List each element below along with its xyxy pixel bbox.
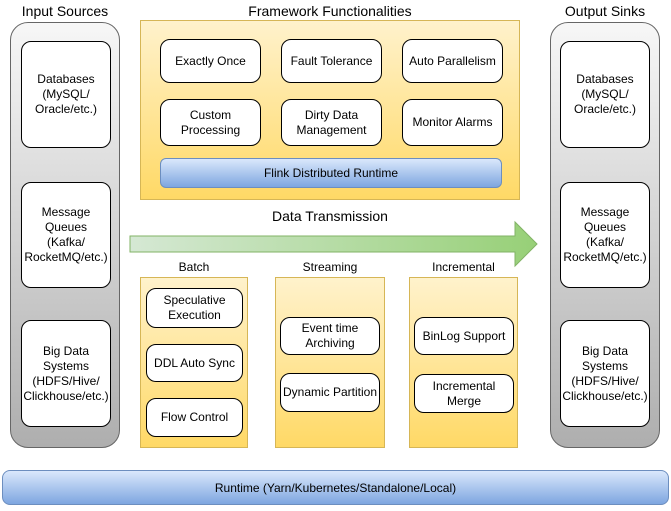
mode-batch-title: Batch	[178, 260, 210, 274]
framework-title: Framework Functionalities	[248, 3, 412, 19]
feature-box-dirty-data-management: Dirty Data Management	[281, 99, 382, 146]
output-sink-box-message-queues: Message Queues (Kafka/ RocketMQ/etc.)	[560, 182, 650, 288]
mode-box-dynamic-partition: Dynamic Partition	[280, 373, 380, 412]
mode-box-incremental-merge: Incremental Merge	[414, 374, 514, 413]
flink-distributed-runtime-bar: Flink Distributed Runtime	[160, 158, 502, 188]
output-sink-box-big-data: Big Data Systems (HDFS/Hive/ Clickhouse/…	[560, 320, 650, 427]
feature-box-auto-parallelism: Auto Parallelism	[402, 39, 503, 83]
runtime-bar: Runtime (Yarn/Kubernetes/Standalone/Loca…	[2, 470, 669, 505]
feature-box-custom-processing: Custom Processing	[160, 99, 261, 146]
mode-box-event-time-archiving: Event time Archiving	[280, 317, 380, 355]
mode-streaming-title: Streaming	[302, 260, 358, 274]
input-sources-title: Input Sources	[21, 3, 109, 19]
feature-box-monitor-alarms: Monitor Alarms	[402, 99, 503, 146]
mode-incremental-title: Incremental	[432, 260, 495, 274]
data-transmission-label: Data Transmission	[272, 208, 388, 224]
mode-incremental-panel	[409, 277, 518, 448]
mode-box-ddl-auto-sync: DDL Auto Sync	[146, 344, 243, 382]
input-source-box-big-data: Big Data Systems (HDFS/Hive/ Clickhouse/…	[21, 320, 111, 427]
data-flow-arrow-icon	[128, 220, 540, 268]
output-sink-box-databases: Databases (MySQL/ Oracle/etc.)	[560, 41, 650, 148]
input-source-box-databases: Databases (MySQL/ Oracle/etc.)	[21, 41, 111, 148]
mode-streaming-panel	[275, 277, 385, 448]
feature-box-exactly-once: Exactly Once	[160, 39, 261, 83]
feature-box-fault-tolerance: Fault Tolerance	[281, 39, 382, 83]
mode-box-speculative-execution: Speculative Execution	[146, 288, 243, 328]
mode-box-flow-control: Flow Control	[146, 398, 243, 437]
input-source-box-message-queues: Message Queues (Kafka/ RocketMQ/etc.)	[21, 182, 111, 288]
mode-box-binlog-support: BinLog Support	[414, 317, 514, 355]
output-sinks-title: Output Sinks	[564, 3, 646, 19]
